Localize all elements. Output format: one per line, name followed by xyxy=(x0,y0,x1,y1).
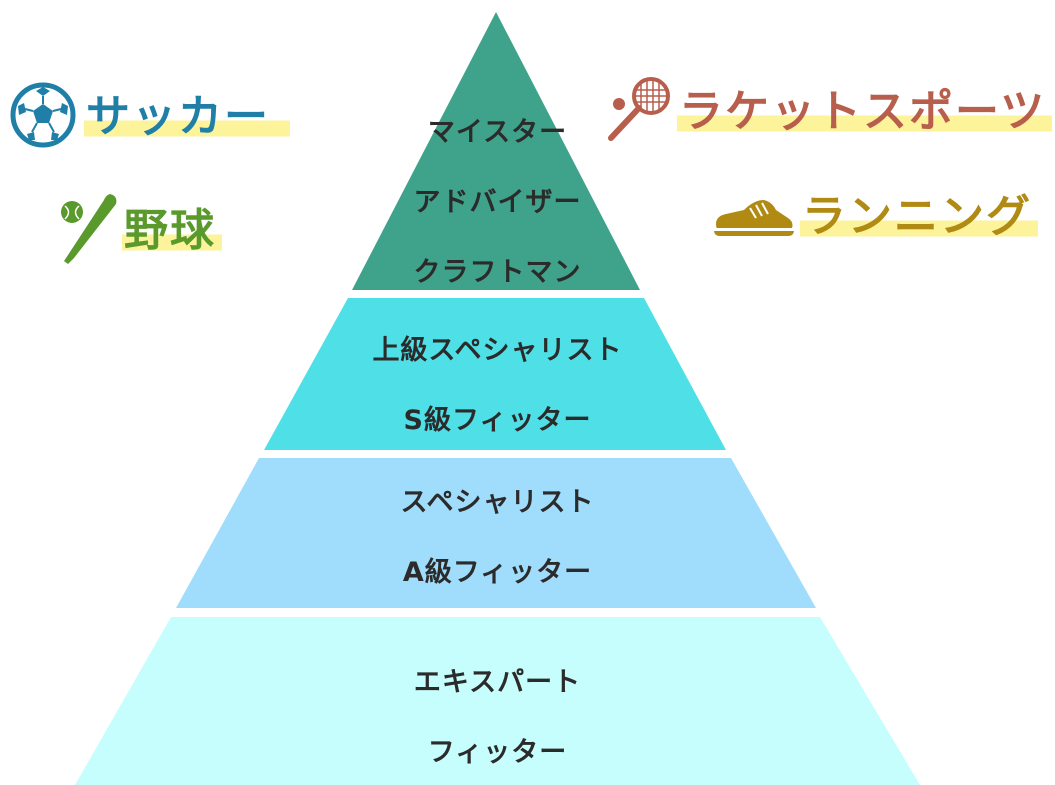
tier-4-line-1: エキスパート xyxy=(413,667,582,698)
tier-1-line-3: クラフトマン xyxy=(413,257,582,288)
pyramid-tier-base xyxy=(75,617,920,785)
running-shoe-icon xyxy=(710,190,796,244)
sport-running: ランニング xyxy=(710,190,1038,244)
tier-1-line-1: マイスター xyxy=(427,117,568,148)
tier-3-line-2: A級フィッター xyxy=(402,557,593,588)
tennis-racket-icon xyxy=(605,76,673,148)
tier-4-line-2: フィッター xyxy=(427,737,568,768)
pyramid-tier-top xyxy=(352,12,640,290)
pyramid-tier-middle xyxy=(176,458,816,608)
sport-soccer-label: サッカー xyxy=(84,95,290,139)
sport-baseball: 野球 xyxy=(58,190,222,272)
tier-3-line-1: スペシャリスト xyxy=(400,487,595,518)
tier-2-line-2: S級フィッター xyxy=(403,405,592,436)
tier-2-line-1: 上級スペシャリスト xyxy=(372,335,623,366)
baseball-bat-icon xyxy=(58,190,122,272)
tier-1-line-2: アドバイザー xyxy=(413,187,582,218)
sport-soccer: サッカー xyxy=(10,82,290,152)
pyramid-tier-upper xyxy=(264,298,726,450)
sport-baseball-label: 野球 xyxy=(122,209,222,253)
sport-racket-label: ラケットスポーツ xyxy=(677,90,1053,134)
sport-running-label: ランニング xyxy=(800,195,1038,239)
soccer-ball-icon xyxy=(10,82,76,152)
sport-racket: ラケットスポーツ xyxy=(605,76,1053,148)
